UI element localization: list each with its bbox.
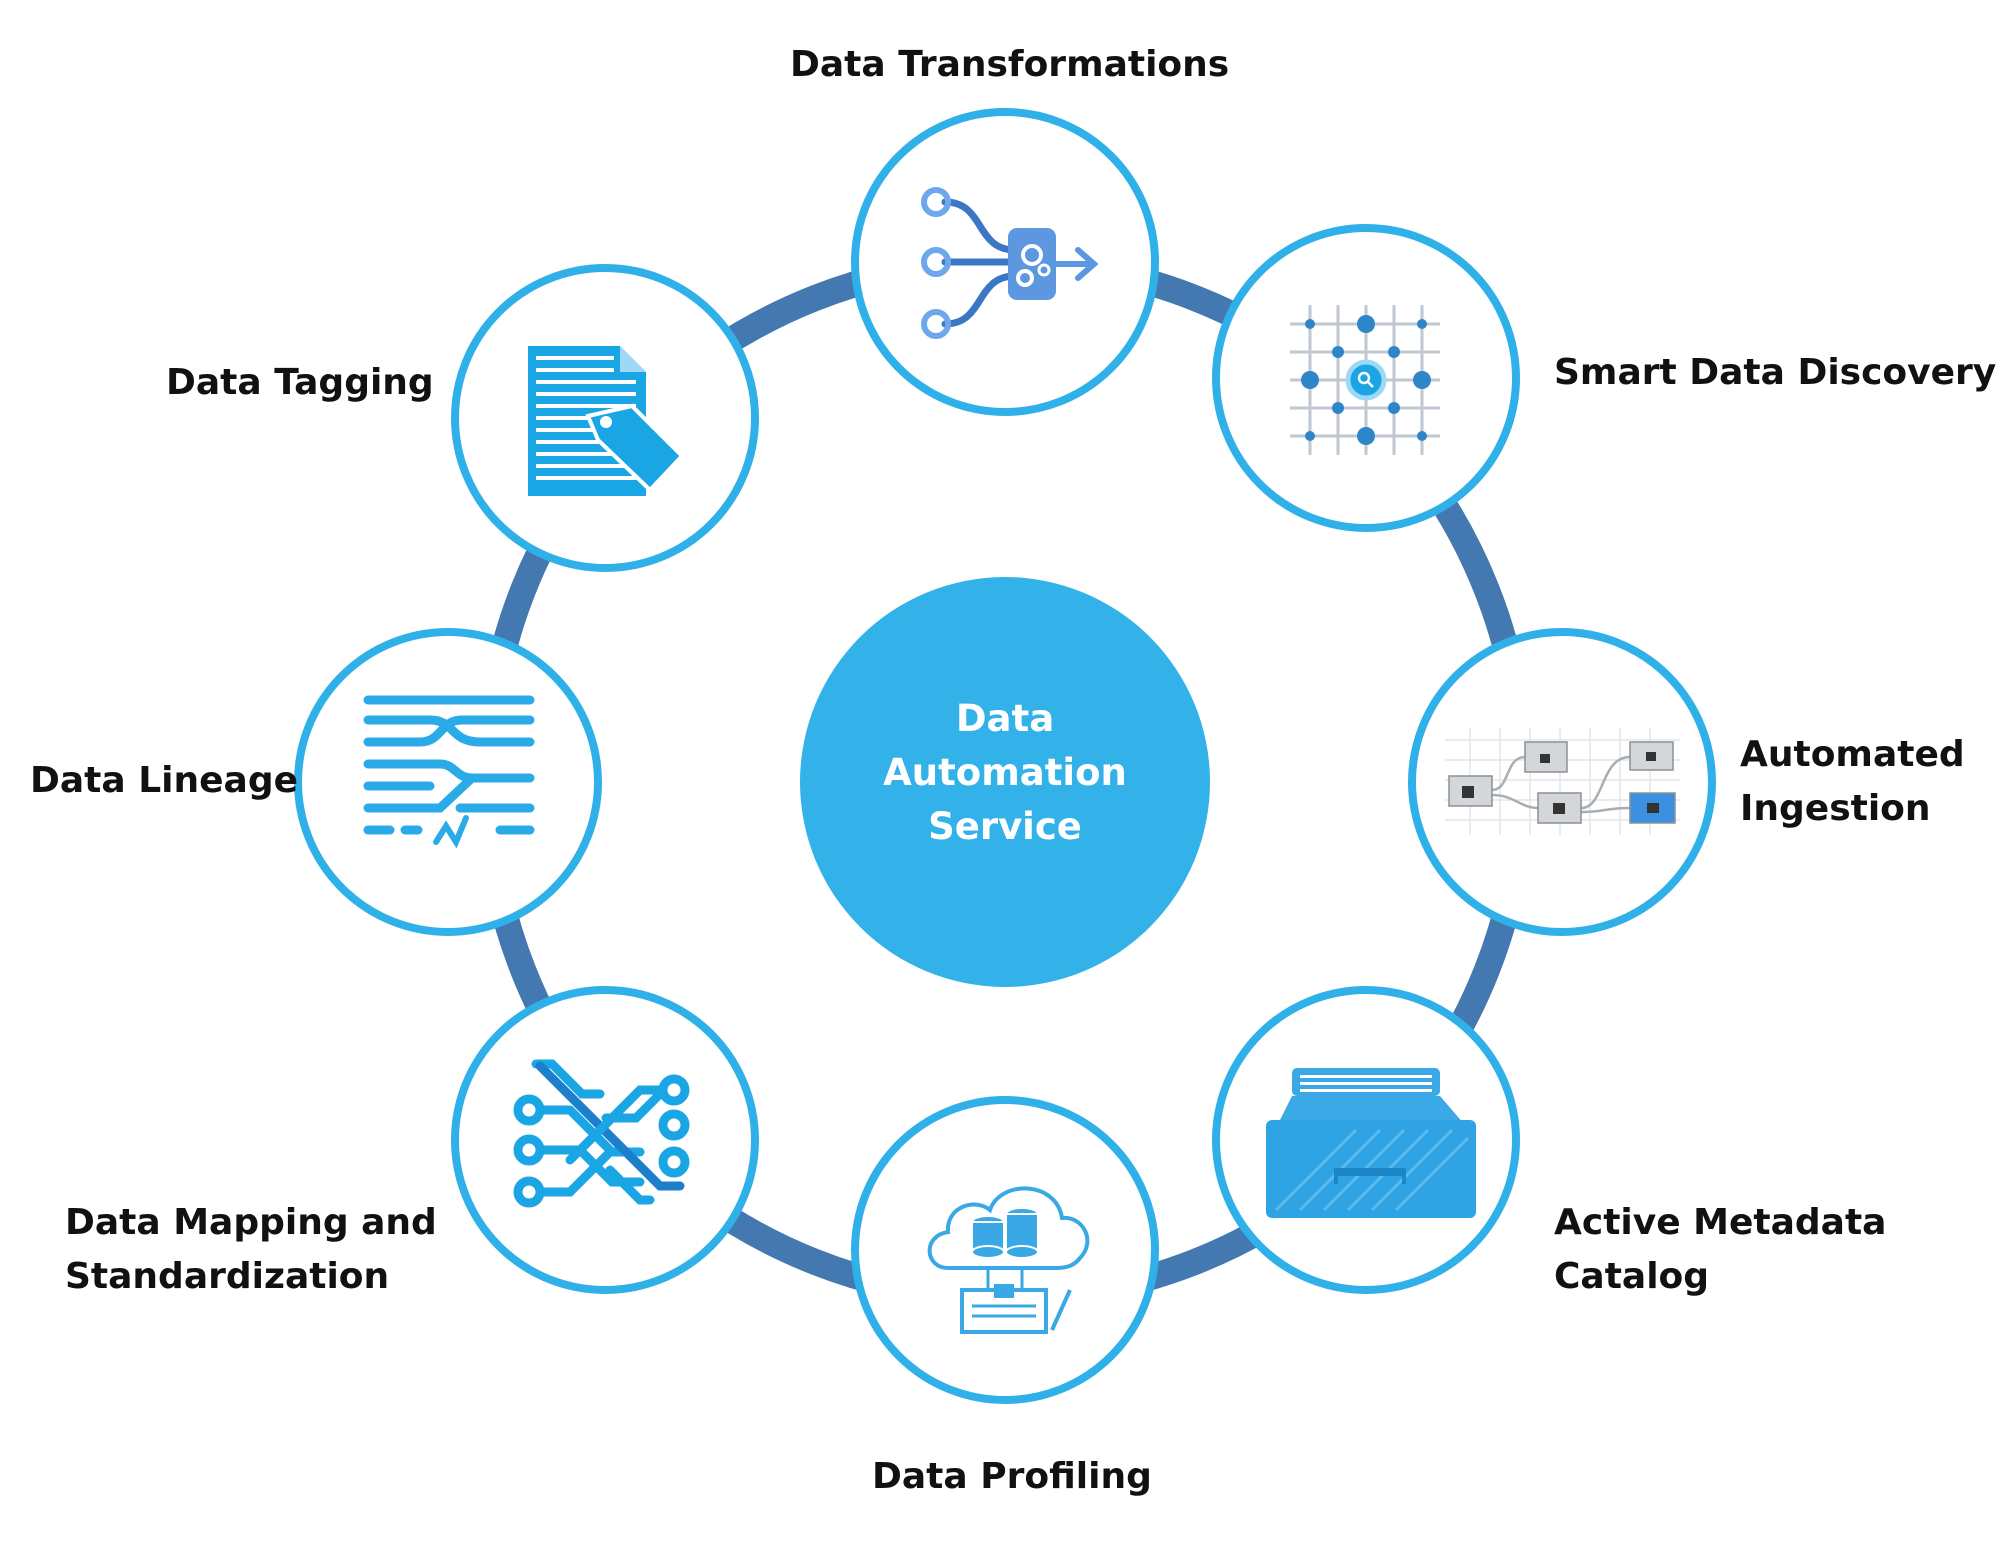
center-hub — [800, 577, 1210, 987]
circuit-mapping-icon — [513, 1059, 690, 1208]
document-tag-icon — [528, 346, 685, 496]
metadata-catalog-drawer-icon — [1266, 1068, 1476, 1218]
label-active-metadata-catalog: Active Metadata Catalog — [1554, 1196, 1886, 1304]
label-data-tagging: Data Tagging — [166, 362, 434, 403]
label-data-mapping-line-1: Data Mapping and — [65, 1202, 437, 1243]
lineage-branches-icon — [363, 695, 535, 849]
label-smart-data-discovery: Smart Data Discovery — [1554, 352, 1997, 393]
data-transformation-icon — [921, 187, 1099, 339]
center-line-2: Automation — [883, 751, 1127, 794]
center-line-3: Service — [928, 805, 1082, 848]
label-data-profiling: Data Profiling — [872, 1456, 1152, 1497]
label-automated-ingestion-line-1: Automated — [1740, 734, 1965, 775]
label-active-metadata-catalog-line-1: Active Metadata — [1554, 1202, 1887, 1243]
label-data-lineage: Data Lineage — [30, 760, 299, 801]
center-label: Data Automation Service — [855, 692, 1155, 854]
label-data-transformations: Data Transformations — [790, 44, 1230, 85]
node-data-lineage — [294, 628, 602, 936]
label-automated-ingestion-line-2: Ingestion — [1740, 788, 1931, 829]
label-data-mapping: Data Mapping and Standardization — [65, 1196, 437, 1304]
center-line-1: Data — [955, 697, 1055, 740]
discovery-grid-icon — [1290, 305, 1440, 455]
cloud-database-icon — [927, 1186, 1090, 1334]
ingestion-flow-icon — [1445, 728, 1680, 835]
label-active-metadata-catalog-line-2: Catalog — [1554, 1256, 1710, 1297]
label-data-mapping-line-2: Standardization — [65, 1256, 390, 1297]
label-automated-ingestion: Automated Ingestion — [1740, 728, 1965, 836]
node-automated-ingestion — [1408, 628, 1716, 936]
